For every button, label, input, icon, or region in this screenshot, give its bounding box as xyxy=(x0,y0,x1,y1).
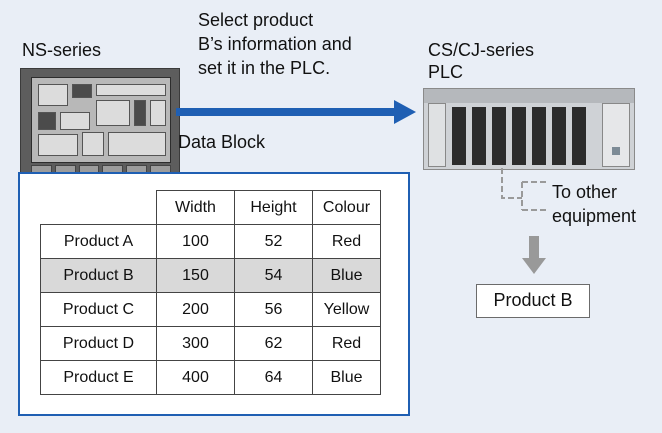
to-other-label: To other xyxy=(552,182,618,202)
header-colour: Colour xyxy=(312,190,381,225)
header-width: Width xyxy=(156,190,235,225)
row-width: 200 xyxy=(156,292,235,327)
row-height: 54 xyxy=(234,258,313,293)
table-row: Product E 400 64 Blue xyxy=(40,360,381,395)
network-connection-icon xyxy=(501,168,546,211)
row-height: 52 xyxy=(234,224,313,259)
table-row: Product A 100 52 Red xyxy=(40,224,381,259)
ns-series-hmi-image xyxy=(20,68,180,180)
row-name: Product B xyxy=(40,258,157,293)
equipment-label: equipment xyxy=(552,206,637,226)
row-name: Product D xyxy=(40,326,157,361)
product-table: Width Height Colour Product A 100 52 Red… xyxy=(40,190,381,395)
row-width: 300 xyxy=(156,326,235,361)
plc-label-line-2: PLC xyxy=(428,62,464,82)
table-corner xyxy=(40,190,157,225)
instruction-line-1: Select product xyxy=(198,10,314,30)
row-width: 100 xyxy=(156,224,235,259)
cs-cj-plc-image xyxy=(423,88,635,170)
hmi-screen xyxy=(31,77,171,163)
row-width: 400 xyxy=(156,360,235,395)
row-height: 62 xyxy=(234,326,313,361)
row-height: 64 xyxy=(234,360,313,395)
data-block-label: Data Block xyxy=(178,132,266,152)
row-colour: Red xyxy=(312,224,381,259)
row-name: Product A xyxy=(40,224,157,259)
row-colour: Blue xyxy=(312,258,381,293)
row-colour: Yellow xyxy=(312,292,381,327)
row-colour: Blue xyxy=(312,360,381,395)
header-height: Height xyxy=(234,190,313,225)
row-height: 56 xyxy=(234,292,313,327)
table-header-row: Width Height Colour xyxy=(40,190,381,225)
instruction-line-3: set it in the PLC. xyxy=(198,58,331,78)
down-arrow-icon xyxy=(522,236,546,274)
row-name: Product C xyxy=(40,292,157,327)
row-name: Product E xyxy=(40,360,157,395)
ns-series-label: NS-series xyxy=(22,40,102,60)
table-row: Product C 200 56 Yellow xyxy=(40,292,381,327)
transfer-arrow-icon xyxy=(176,100,416,124)
row-width: 150 xyxy=(156,258,235,293)
selected-product-box: Product B xyxy=(476,284,590,318)
plc-label-line-1: CS/CJ-series xyxy=(428,40,535,60)
table-row-highlighted: Product B 150 54 Blue xyxy=(40,258,381,293)
table-row: Product D 300 62 Red xyxy=(40,326,381,361)
data-block: Width Height Colour Product A 100 52 Red… xyxy=(18,172,410,416)
instruction-line-2: B’s information and xyxy=(198,34,352,54)
row-colour: Red xyxy=(312,326,381,361)
